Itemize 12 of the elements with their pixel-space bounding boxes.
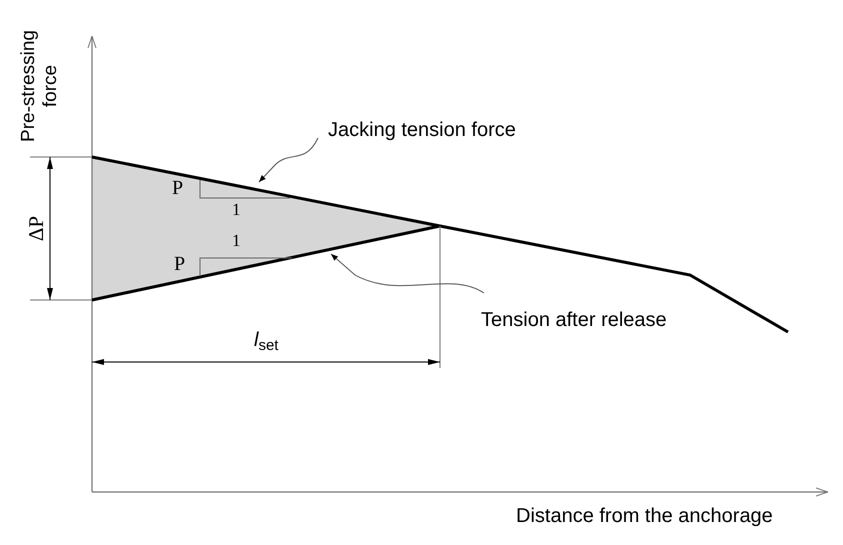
callout-text: Jacking tension force xyxy=(328,118,516,143)
slope-label: 1 xyxy=(232,230,240,252)
slope-label: P xyxy=(174,252,186,277)
leader-line xyxy=(330,254,484,294)
callout-text: Tension after release xyxy=(481,308,667,333)
axis-label: Distance from the anchorage xyxy=(516,504,773,529)
slope-label: 1 xyxy=(232,199,240,220)
jacking-force-line xyxy=(92,156,789,334)
slope-label: P xyxy=(172,176,184,201)
dimension-label: l$_{set}$ xyxy=(254,328,278,353)
axis-label: Pre-stressing force xyxy=(17,29,62,144)
leader-line xyxy=(258,138,318,182)
